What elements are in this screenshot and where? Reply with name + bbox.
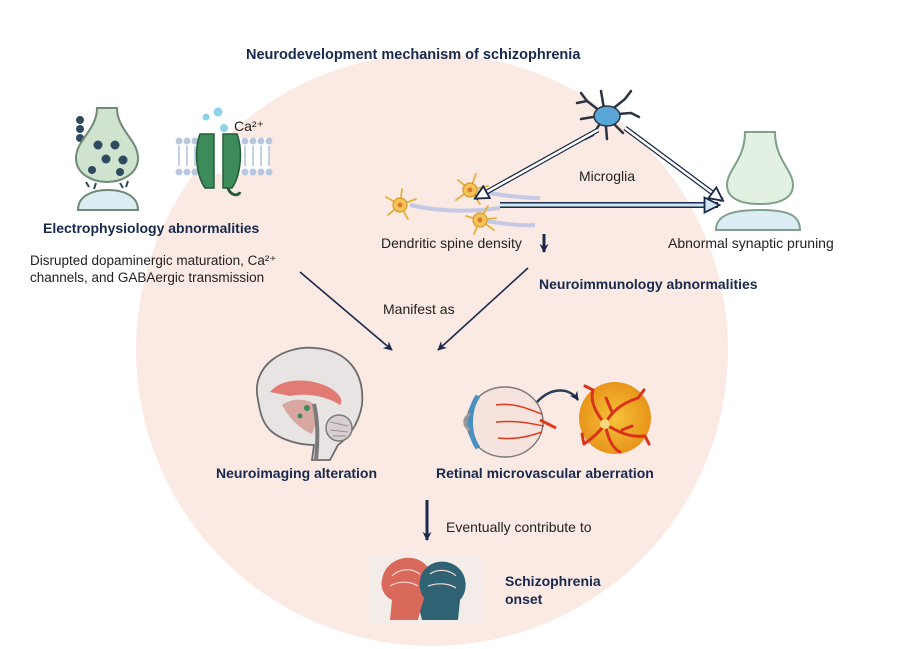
- two-heads-icon: [370, 555, 482, 623]
- synapse-icon: [74, 107, 140, 211]
- eye-icon: [463, 386, 557, 458]
- diagram-title: Neurodevelopment mechanism of schizophre…: [246, 47, 581, 63]
- microglia-label: Microglia: [579, 168, 636, 184]
- retinal-outcome-label: Retinal microvascular aberration: [436, 465, 654, 481]
- calcium-channel-icon: [175, 107, 273, 197]
- microglia-to-neuron-arrow: [476, 127, 600, 201]
- electrophysiology-heading: Electrophysiology abnormalities: [43, 220, 260, 236]
- onset-label-line2: onset: [505, 591, 543, 607]
- postsynaptic-terminal-icon: [714, 131, 802, 231]
- onset-label-line1: Schizophrenia: [505, 573, 601, 589]
- dendritic-spine-density-label: Dendritic spine density: [381, 235, 522, 251]
- neuroimaging-outcome-label: Neuroimaging alteration: [216, 465, 378, 481]
- retina-icon: [579, 382, 651, 454]
- synaptic-pruning-label: Abnormal synaptic pruning: [668, 235, 834, 251]
- microglia-to-synapse-arrow: [623, 125, 722, 200]
- calcium-ion-label: Ca²⁺: [234, 118, 264, 134]
- eye-to-retina-arrow: [536, 389, 580, 403]
- manifest-as-label: Manifest as: [383, 301, 455, 317]
- eventually-contribute-label: Eventually contribute to: [446, 519, 592, 535]
- neuroimmuno-to-outcomes-arrow: [437, 267, 529, 351]
- electro-to-outcomes-arrow: [299, 271, 393, 351]
- electrophysiology-description: Disrupted dopaminergic maturation, Ca²⁺ …: [30, 253, 277, 285]
- brain-sagittal-icon: [255, 346, 364, 461]
- neuroimmunology-heading: Neuroimmunology abnormalities: [539, 276, 758, 292]
